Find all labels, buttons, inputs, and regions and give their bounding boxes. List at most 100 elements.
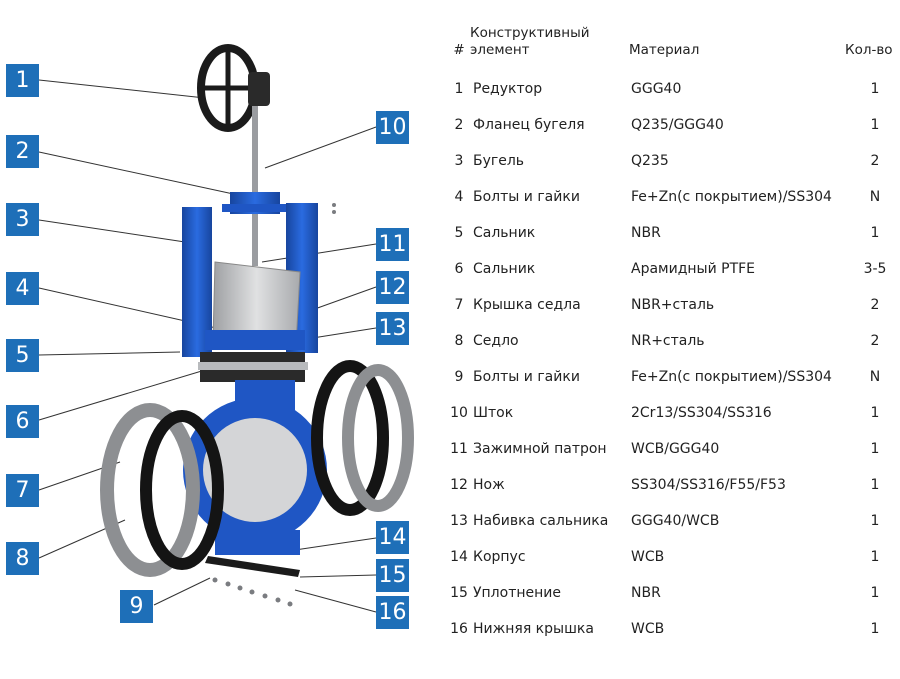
row-element: Крышка седла [473,297,581,313]
table-row: 10 Шток 2Cr13/SS304/SS316 1 [430,404,900,440]
row-quantity: 1 [870,621,880,637]
bottom-cover [205,556,300,577]
callout-9: 9 [120,590,153,623]
parts-table: # Конструктивный элемент Материал Кол-во… [430,0,900,675]
row-quantity: 3-5 [863,261,887,277]
row-element: Болты и гайки [473,369,580,385]
row-material: SS304/SS316/F55/F53 [631,477,786,493]
row-number: 3 [454,153,464,169]
row-element: Сальник [473,225,536,241]
row-element: Шток [473,405,514,421]
callout-8: 8 [6,542,39,575]
callout-15: 15 [376,559,409,592]
valve-illustration [38,44,414,613]
callout-16: 16 [376,596,409,629]
row-element: Бугель [473,153,525,169]
row-element: Фланец бугеля [473,117,585,133]
row-number: 10 [450,405,468,421]
row-quantity: 1 [870,549,880,565]
table-row: 13 Набивка сальника GGG40/WCB 1 [430,512,900,548]
stem [252,106,258,266]
row-quantity: 2 [870,153,880,169]
row-number: 8 [454,333,464,349]
handwheel [197,44,270,132]
row-number: 7 [454,297,464,313]
header-element-line1: Конструктивный [470,25,590,41]
table-row: 5 Сальник NBR 1 [430,224,900,260]
row-material: Арамидный PTFE [631,261,756,277]
row-element: Корпус [473,549,526,565]
row-element: Сальник [473,261,536,277]
row-quantity: 1 [870,513,880,529]
header-element: Конструктивный элемент [470,25,590,59]
callout-6: 6 [6,405,39,438]
row-number: 15 [450,585,468,601]
row-quantity: 1 [870,585,880,601]
row-element: Набивка сальника [473,513,609,529]
callout-1: 1 [6,64,39,97]
row-material: Q235 [631,153,669,169]
callout-12: 12 [376,271,409,304]
row-material: NBR+сталь [631,297,715,313]
row-material: NBR [631,225,661,241]
row-element: Редуктор [473,81,543,97]
leader-lines [38,79,377,613]
seat-cover-right [342,364,414,512]
row-element: Зажимной патрон [473,441,607,457]
callout-5: 5 [6,339,39,372]
row-number: 6 [454,261,464,277]
header-element-line2: элемент [470,42,530,58]
row-number: 14 [450,549,468,565]
seat-right [311,360,389,516]
row-quantity: 2 [870,297,880,313]
callout-14: 14 [376,521,409,554]
row-material: Fe+Zn(с покрытием)/SS304 [631,189,832,205]
row-material: 2Cr13/SS304/SS316 [631,405,772,421]
callout-13: 13 [376,312,409,345]
bolts [212,203,336,607]
row-material: Fe+Zn(с покрытием)/SS304 [631,369,832,385]
row-material: GGG40 [631,81,682,97]
callout-2: 2 [6,135,39,168]
seat-cover-left [100,403,200,577]
row-material: WCB [631,549,665,565]
row-element: Нож [473,477,505,493]
callout-11: 11 [376,228,409,261]
table-row: 9 Болты и гайки Fe+Zn(с покрытием)/SS304 N [430,368,900,404]
row-number: 5 [454,225,464,241]
callout-4: 4 [6,272,39,305]
table-row: 6 Сальник Арамидный PTFE 3-5 [430,260,900,296]
row-material: NR+сталь [631,333,705,349]
row-element: Нижняя крышка [473,621,594,637]
row-number: 12 [450,477,468,493]
row-quantity: N [869,189,881,205]
row-number: 4 [454,189,464,205]
row-quantity: 1 [870,441,880,457]
gland [205,330,305,350]
row-quantity: 1 [870,225,880,241]
callout-10: 10 [376,111,409,144]
row-element: Седло [473,333,519,349]
row-element: Уплотнение [473,585,561,601]
table-row: 16 Нижняя крышка WCB 1 [430,620,900,656]
table-row: 7 Крышка седла NBR+сталь 2 [430,296,900,332]
seat-left [140,410,224,570]
row-material: GGG40/WCB [631,513,720,529]
row-number: 16 [450,621,468,637]
row-material: WCB/GGG40 [631,441,720,457]
row-number: 9 [454,369,464,385]
row-quantity: 1 [870,117,880,133]
row-quantity: N [869,369,881,385]
table-row: 11 Зажимной патрон WCB/GGG40 1 [430,440,900,476]
header-material: Материал [629,42,700,58]
row-number: 2 [454,117,464,133]
row-quantity: 1 [870,405,880,421]
row-number: 11 [450,441,468,457]
row-number: 1 [454,81,464,97]
row-number: 13 [450,513,468,529]
row-material: WCB [631,621,665,637]
